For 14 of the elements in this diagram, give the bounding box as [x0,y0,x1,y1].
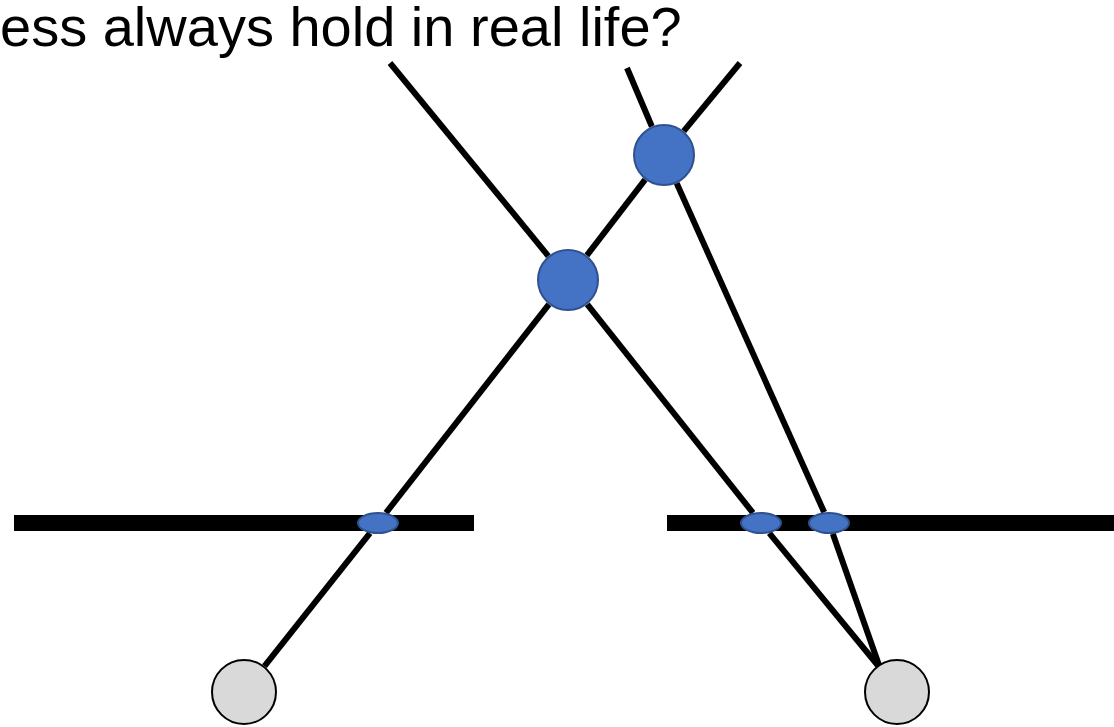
ray-line [624,66,655,128]
ray-line [262,531,373,668]
projection-point [740,512,782,534]
ray-line [681,61,743,133]
ray-line [584,302,756,515]
ray-line [673,182,827,514]
projection-point [808,512,850,534]
ray-line [584,177,648,258]
scene-point [537,249,599,311]
slide-title: ess always hold in real life? [0,0,682,60]
projection-point [357,512,399,534]
scene-point [633,124,695,186]
ray-line [383,302,552,515]
ray-line [387,61,551,258]
